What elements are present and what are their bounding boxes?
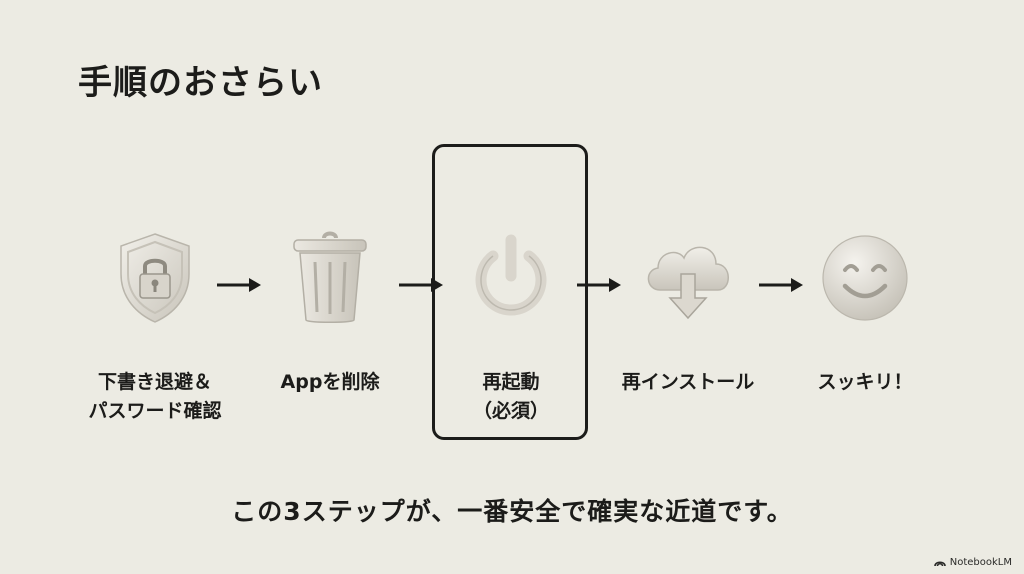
step-label: スッキリ！	[817, 371, 913, 393]
power-icon	[475, 234, 547, 316]
brand-watermark: NotebookLM	[933, 557, 1012, 568]
smiley-face-icon	[822, 235, 908, 321]
arrow-right-icon	[759, 278, 803, 292]
shield-lock-icon	[120, 233, 190, 323]
step-label: 再起動 （必須）	[472, 371, 549, 422]
summary-caption: この3ステップが、一番安全で確実な近道です。	[231, 497, 793, 526]
arrow-right-icon	[577, 278, 621, 292]
page-title: 手順のおさらい	[78, 63, 323, 103]
arrow-right-icon	[399, 278, 443, 292]
step-label: 下書き退避＆ パスワード確認	[88, 371, 222, 422]
trash-can-icon	[293, 231, 367, 323]
step-label: 再インストール	[621, 371, 755, 393]
arrow-right-icon	[217, 278, 261, 292]
step-label: Appを削除	[280, 371, 380, 393]
cloud-download-icon	[647, 246, 729, 320]
brand-name: NotebookLM	[949, 557, 1012, 568]
highlight-frame	[432, 144, 588, 440]
notebooklm-logo-icon	[933, 561, 946, 567]
